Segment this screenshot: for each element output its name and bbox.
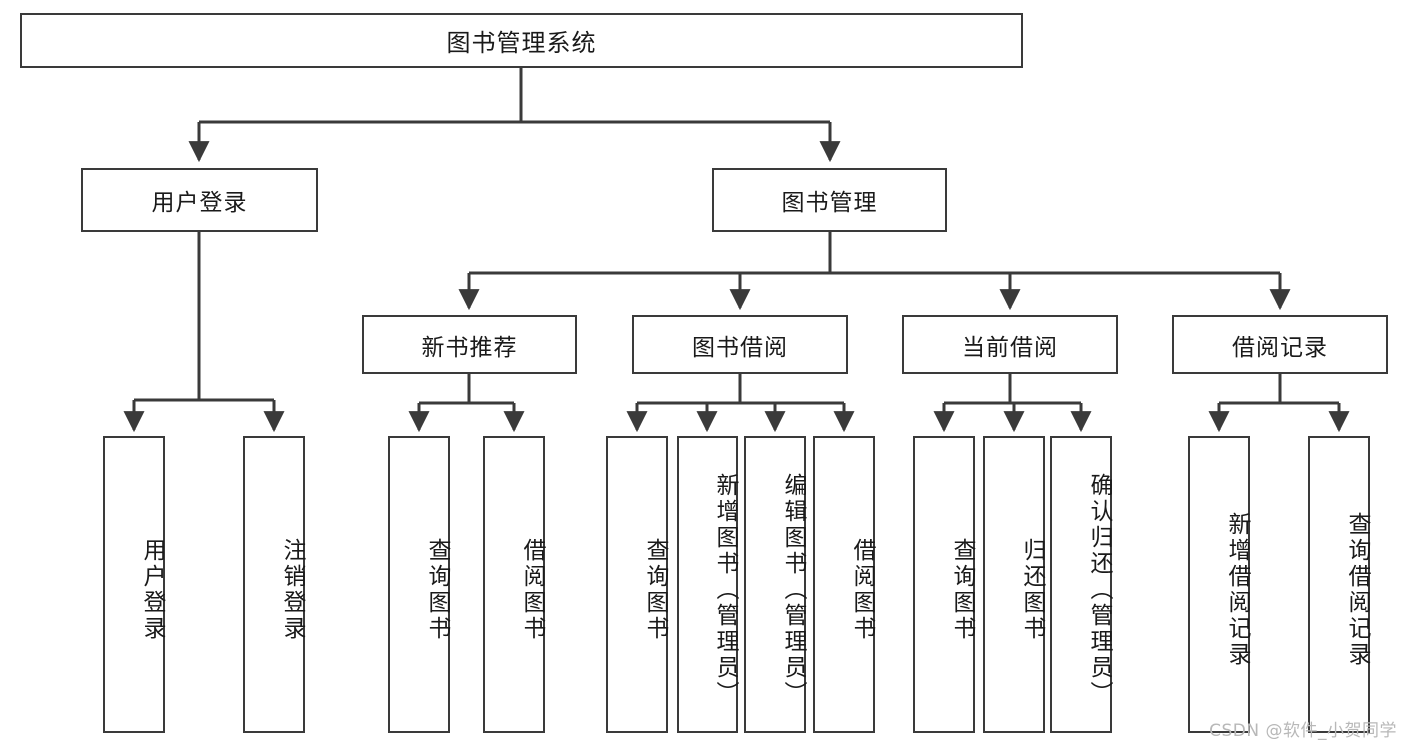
node-borrow-record[interactable]: 借阅记录 [1172, 315, 1388, 374]
node-book-management-label: 图书管理 [781, 190, 878, 216]
leaf-node[interactable]: 新增借阅记录 [1188, 436, 1250, 733]
node-borrow-record-label: 借阅记录 [1232, 334, 1328, 361]
leaf-node[interactable]: 新增图书（管理员） [677, 436, 738, 733]
node-book-borrow-label: 图书借阅 [692, 334, 788, 361]
node-root-label: 图书管理系统 [446, 29, 597, 57]
node-book-borrow[interactable]: 图书借阅 [632, 315, 848, 374]
leaf-node[interactable]: 查询图书 [606, 436, 668, 733]
leaf-node-label: 查询借阅记录 [1344, 511, 1370, 668]
leaf-node-label: 借阅图书 [519, 537, 545, 642]
leaf-node-label: 归还图书 [1019, 537, 1045, 642]
leaf-node-label: 查询图书 [642, 537, 668, 642]
leaf-node[interactable]: 借阅图书 [813, 436, 875, 733]
leaf-node-label: 借阅图书 [849, 537, 875, 642]
leaf-node-label: 查询图书 [949, 537, 975, 642]
leaf-node[interactable]: 查询图书 [913, 436, 975, 733]
leaf-node-label: 确认归还（管理员） [1086, 472, 1112, 707]
leaf-node[interactable]: 用户登录 [103, 436, 165, 733]
node-root[interactable]: 图书管理系统 [20, 13, 1023, 68]
leaf-node-label: 用户登录 [139, 537, 165, 642]
watermark-text: CSDN @软件_小贺同学 [1209, 721, 1397, 741]
leaf-node-label: 新增图书（管理员） [712, 472, 738, 707]
node-user-login[interactable]: 用户登录 [81, 168, 318, 232]
leaf-node[interactable]: 编辑图书（管理员） [744, 436, 806, 733]
node-user-login-label: 用户登录 [151, 190, 248, 216]
leaf-node-label: 注销登录 [279, 537, 305, 642]
leaf-node-label: 查询图书 [424, 537, 450, 642]
node-current-borrow[interactable]: 当前借阅 [902, 315, 1118, 374]
node-new-book-recommend-label: 新书推荐 [421, 334, 518, 361]
node-book-management[interactable]: 图书管理 [712, 168, 947, 232]
leaf-node[interactable]: 注销登录 [243, 436, 305, 733]
leaf-node[interactable]: 借阅图书 [483, 436, 545, 733]
leaf-node[interactable]: 确认归还（管理员） [1050, 436, 1112, 733]
node-current-borrow-label: 当前借阅 [962, 334, 1058, 361]
leaf-node[interactable]: 归还图书 [983, 436, 1045, 733]
node-new-book-recommend[interactable]: 新书推荐 [362, 315, 577, 374]
leaf-node-label: 新增借阅记录 [1224, 511, 1250, 668]
leaf-node[interactable]: 查询图书 [388, 436, 450, 733]
leaf-node[interactable]: 查询借阅记录 [1308, 436, 1370, 733]
leaf-node-label: 编辑图书（管理员） [780, 472, 806, 707]
